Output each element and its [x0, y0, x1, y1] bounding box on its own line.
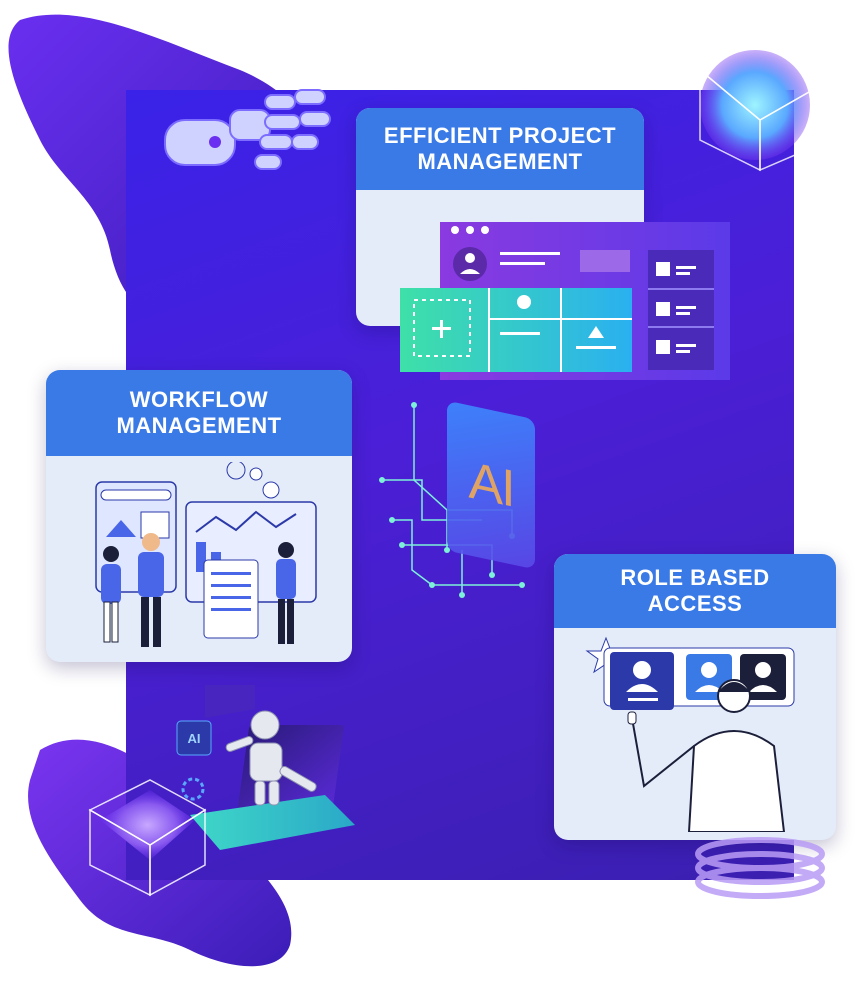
role-based-access-title: ROLE BASED ACCESS	[620, 565, 770, 616]
workflow-team-illustration	[95, 462, 317, 647]
ai-chip-icon: AI	[447, 400, 535, 570]
workflow-management-card: WORKFLOW MANAGEMENT	[46, 370, 352, 662]
glass-cube-bottom-icon	[88, 779, 207, 897]
robot-hand-icon	[164, 89, 331, 170]
person-pointing	[627, 679, 786, 832]
person-middle	[138, 533, 164, 647]
role-based-access-card: ROLE BASED ACCESS	[554, 554, 836, 840]
person-right	[276, 542, 296, 644]
user-profile-icon	[633, 661, 651, 679]
role-access-illustration	[585, 636, 795, 832]
rings-decoration	[695, 837, 825, 899]
project-management-title: EFFICIENT PROJECT MANAGEMENT	[383, 123, 617, 174]
role-based-access-header: ROLE BASED ACCESS	[554, 554, 836, 628]
glass-cube-icon	[698, 29, 832, 172]
robot-chip-text: AI	[187, 730, 201, 746]
dashboard-icon	[400, 222, 730, 380]
workflow-management-title: WORKFLOW MANAGEMENT	[116, 387, 282, 438]
robot-chip-label: AI	[177, 721, 211, 755]
ai-badge-label: AI	[468, 451, 514, 519]
workflow-management-header: WORKFLOW MANAGEMENT	[46, 370, 352, 456]
robot-laptop-icon	[176, 685, 355, 850]
person-left	[101, 546, 121, 643]
project-management-header: EFFICIENT PROJECT MANAGEMENT	[356, 108, 644, 190]
